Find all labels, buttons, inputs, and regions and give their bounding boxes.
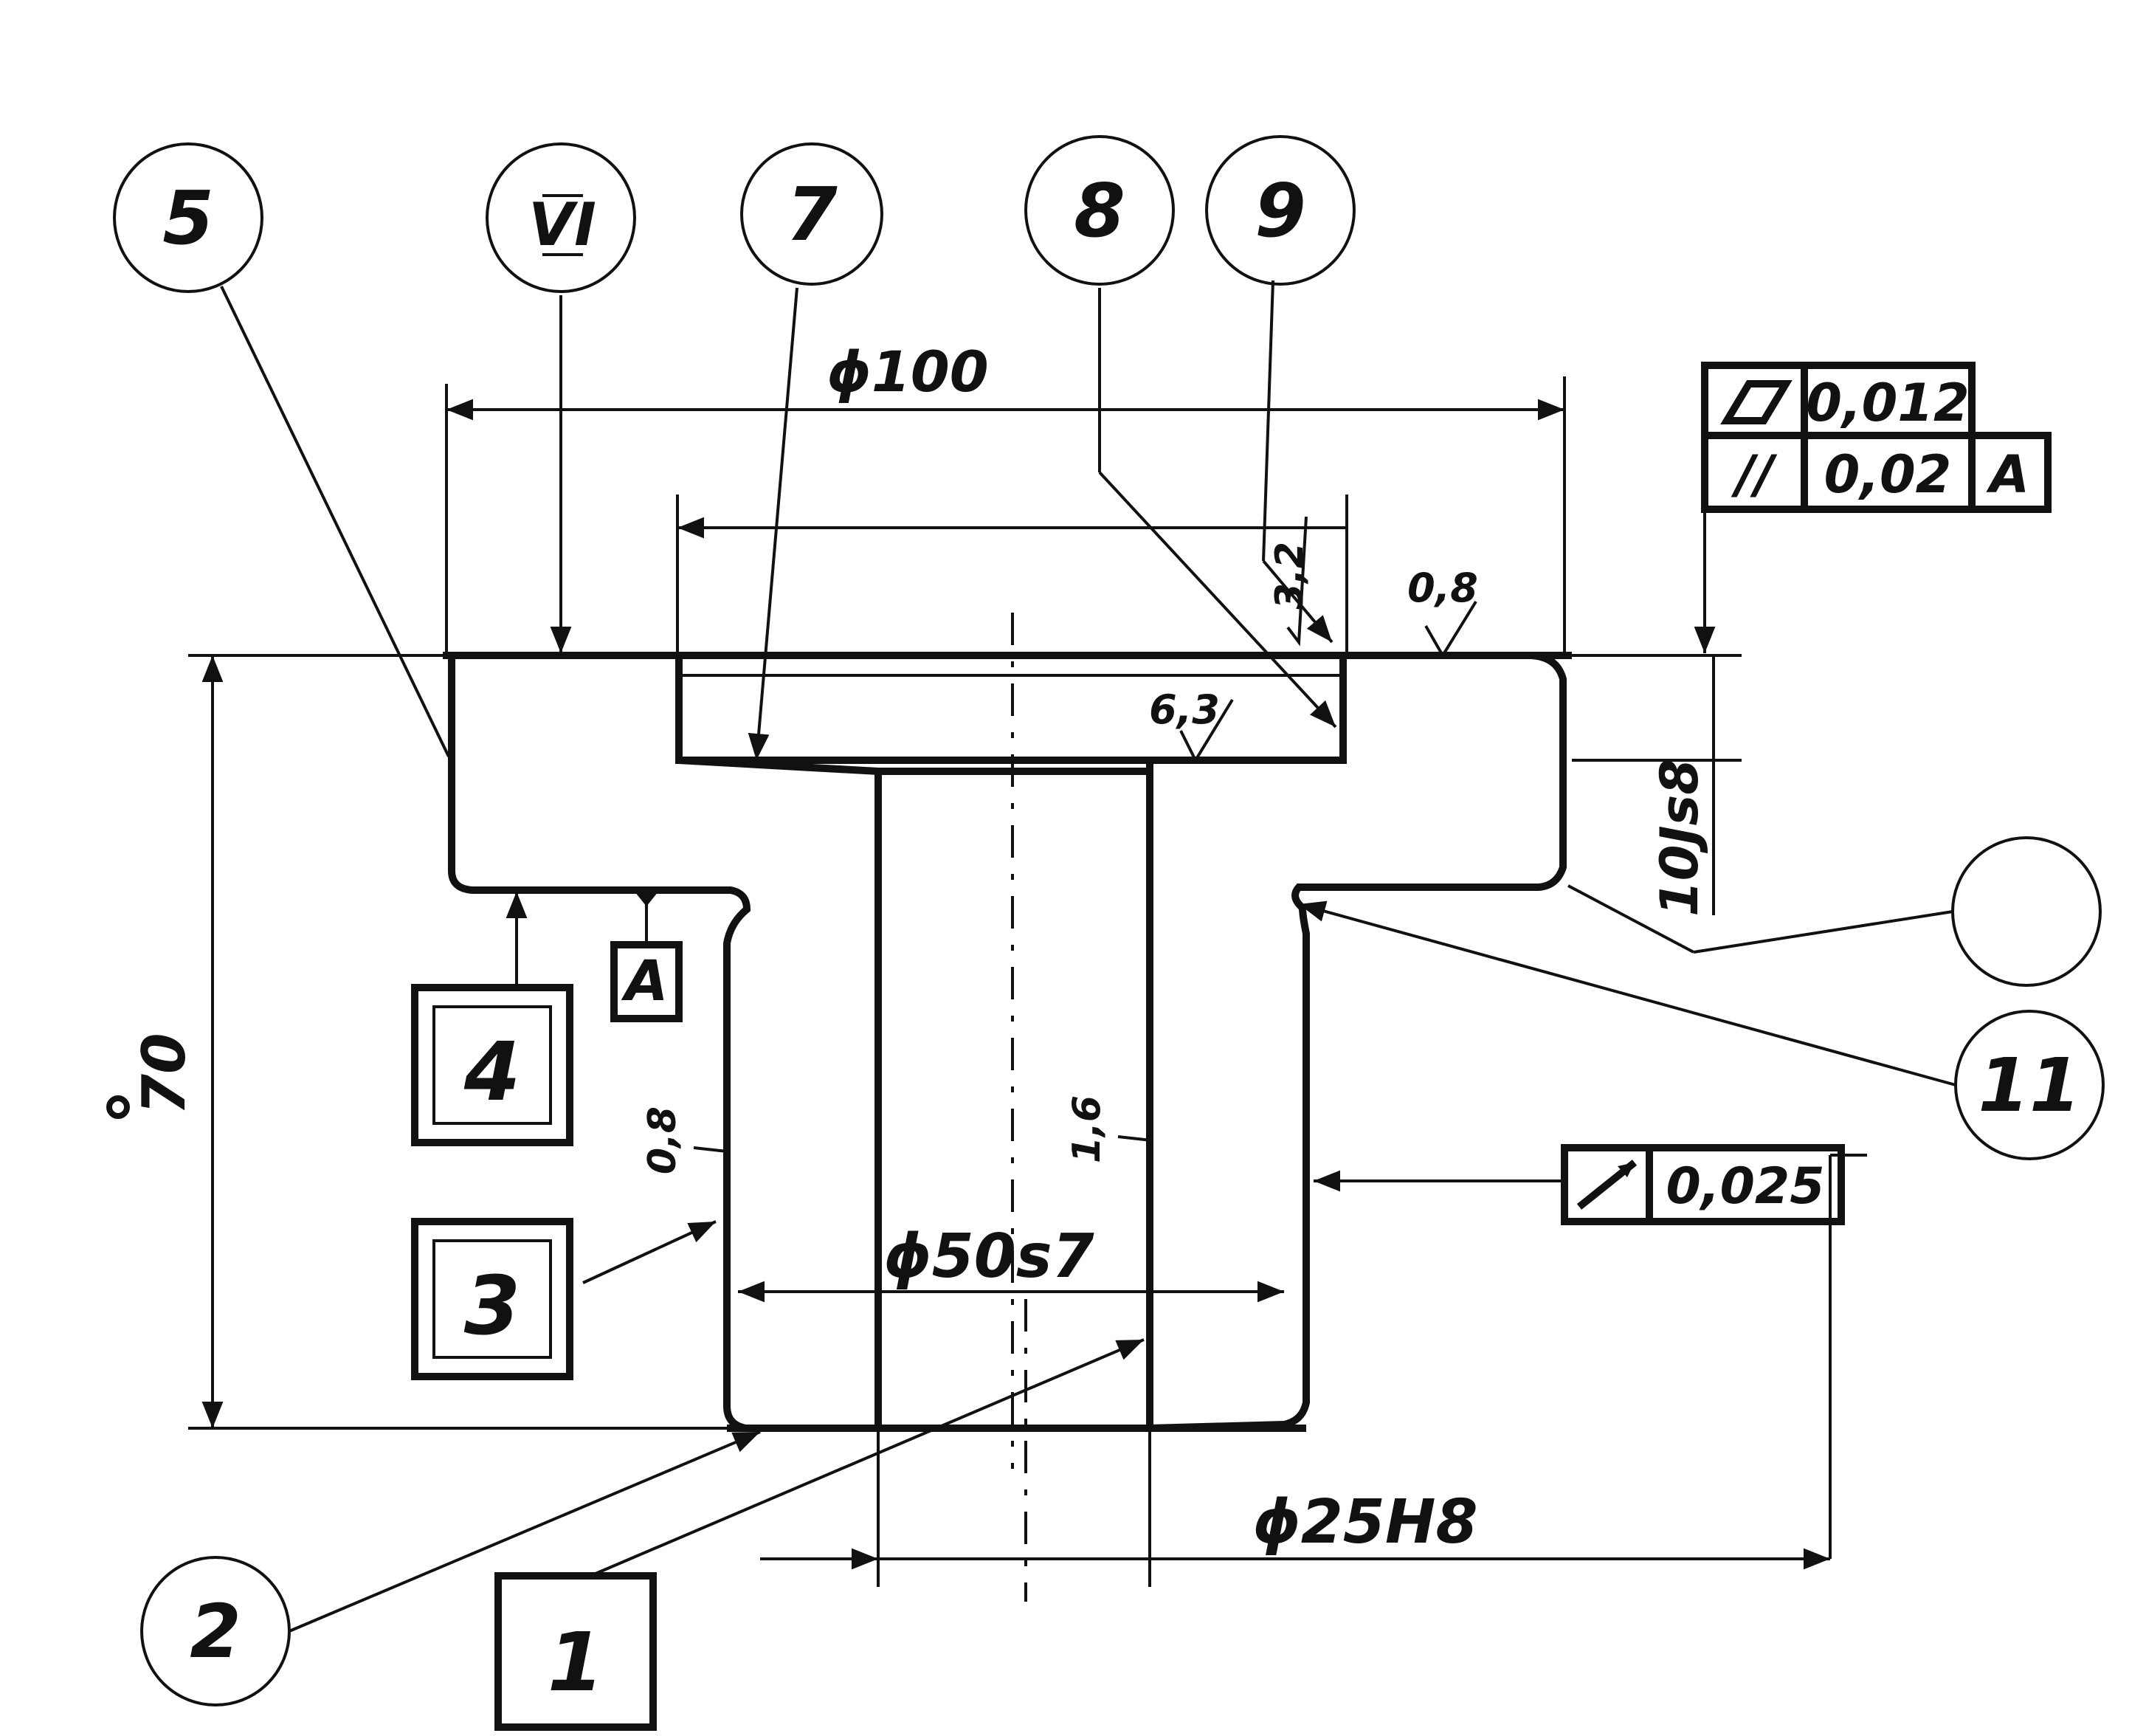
svg-text:0,8: 0,8: [641, 1106, 685, 1174]
svg-text:6,3: 6,3: [1149, 686, 1220, 733]
callout-8-label: 8: [1074, 168, 1125, 254]
callout-6-label: VI: [528, 190, 596, 259]
roughness-recess: 6,3: [1149, 686, 1234, 764]
datum-a-label: A: [621, 948, 669, 1013]
dim-10-text: 10Js8: [1649, 759, 1710, 917]
svg-text:3,2: 3,2: [1268, 542, 1312, 610]
callout-2-label: 2: [190, 1588, 241, 1675]
datum-a: A: [610, 892, 683, 1022]
box-3-label: 3: [464, 1258, 521, 1353]
svg-text:1,6: 1,6: [1065, 1095, 1109, 1163]
callout-8: 8: [1024, 135, 1175, 286]
dim-25-text: ϕ25H8: [1252, 1487, 1477, 1557]
runout-icon: [1576, 1160, 1638, 1210]
roughness-bore: 1,6: [1065, 1092, 1153, 1163]
roughness-32: 3,2: [1268, 516, 1312, 647]
box-1: 1: [494, 1572, 657, 1731]
dimension-lines: [188, 376, 1832, 1587]
tolerance-frame-flatness-parallel: 0,012 // 0,02 A: [1701, 362, 2052, 513]
parallel-datum: A: [1986, 444, 2029, 505]
dim-50-text: ϕ50s7: [883, 1222, 1094, 1292]
callout-11-label: 11: [1978, 1042, 2080, 1129]
flatness-icon: [1720, 380, 1793, 424]
flatness-value: 0,012: [1806, 373, 1969, 433]
callout-blank: [1951, 836, 2102, 987]
tolerance-frame-runout: 0,025: [1561, 1144, 1845, 1225]
callout-11: 11: [1954, 1010, 2105, 1160]
runout-value: 0,025: [1666, 1157, 1824, 1216]
part-section: [443, 652, 1572, 1433]
roughness-top: 0,8: [1407, 565, 1478, 658]
box-4-label: 4: [463, 1024, 521, 1119]
callout-2: 2: [140, 1556, 291, 1706]
box-4: 4: [411, 984, 573, 1146]
parallel-value: 0,02: [1824, 444, 1952, 505]
roughness-left: 0,8: [641, 1100, 728, 1174]
section-right: [1146, 652, 1567, 1433]
callout-7-label: 7: [786, 171, 838, 258]
callout-5-label: 5: [162, 175, 214, 261]
callout-9: 9: [1205, 135, 1356, 286]
parallel-symbol: //: [1731, 444, 1778, 505]
box-3: 3: [411, 1218, 573, 1380]
dim-70-text: 70: [130, 1033, 199, 1115]
dim-70-degree-icon: [106, 1095, 130, 1119]
callout-9-label: 9: [1255, 168, 1306, 254]
svg-text:0,8: 0,8: [1407, 565, 1478, 611]
box-1-label: 1: [548, 1615, 604, 1709]
dim-100-text: ϕ100: [827, 339, 988, 404]
callout-5: 5: [113, 142, 263, 293]
callout-7: 7: [740, 142, 883, 286]
callout-6: VI: [486, 142, 636, 293]
leaders: [220, 280, 1956, 1633]
